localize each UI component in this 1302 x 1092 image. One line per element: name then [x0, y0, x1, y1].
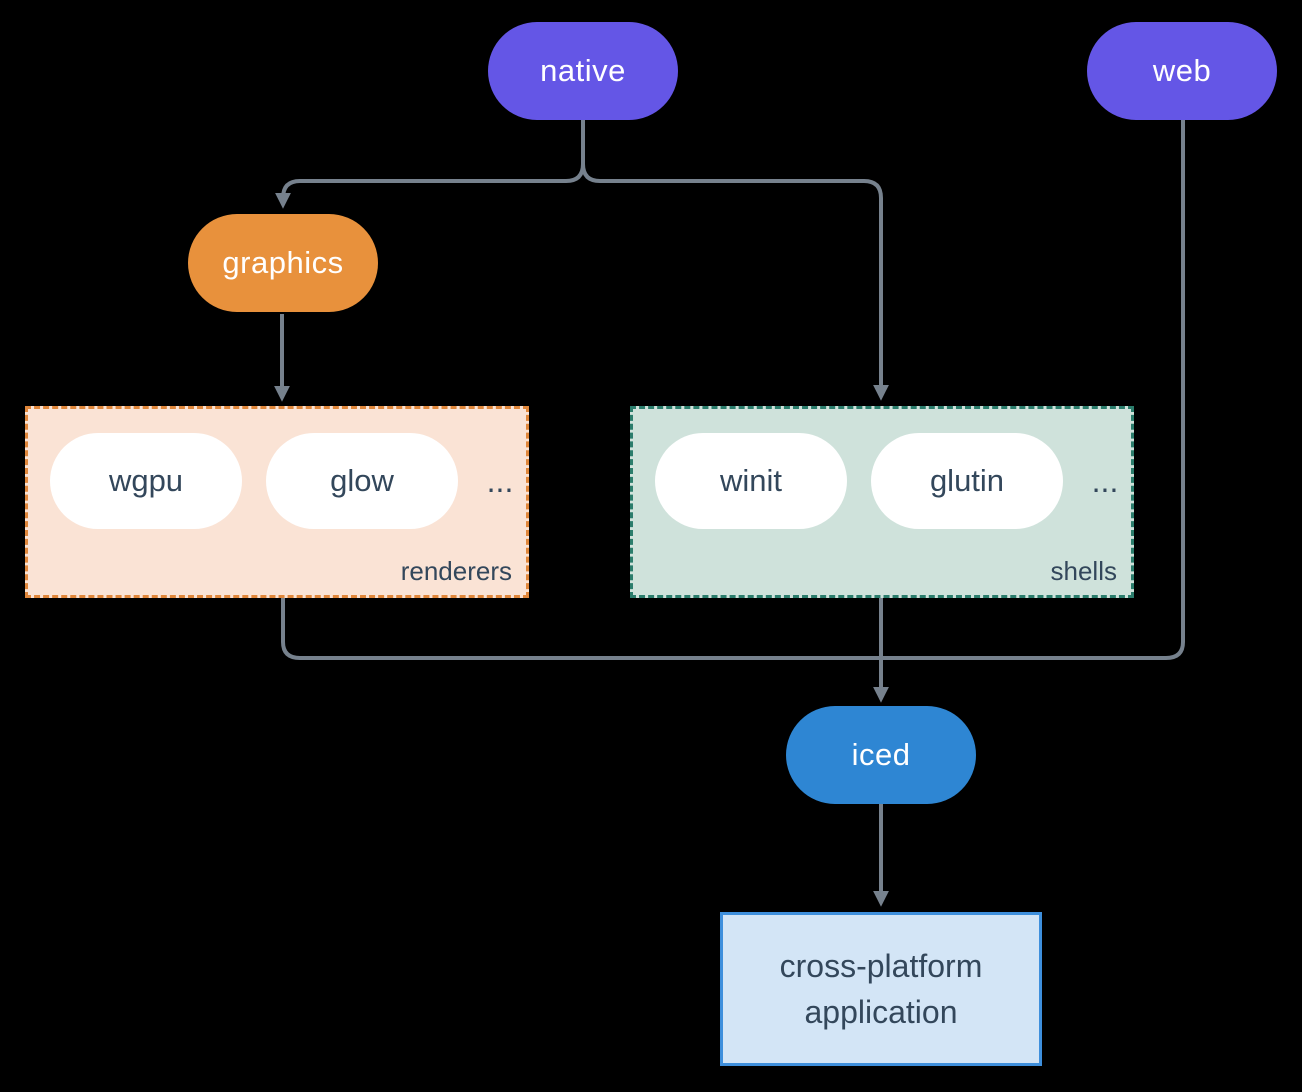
- node-iced: iced: [786, 706, 976, 804]
- node-cross-platform-application: cross-platform application: [720, 912, 1042, 1066]
- node-winit-label: winit: [719, 463, 782, 498]
- edge-native-graphics: [275, 120, 585, 209]
- node-glutin-label: glutin: [929, 463, 1005, 498]
- node-graphics-label: graphics: [222, 245, 344, 280]
- edge-web-merge: [881, 120, 1185, 660]
- node-glutin: glutin: [871, 433, 1063, 529]
- node-wgpu: wgpu: [50, 433, 242, 529]
- node-winit: winit: [655, 433, 847, 529]
- node-web: web: [1087, 22, 1277, 120]
- node-web-label: web: [1152, 53, 1212, 88]
- shells-ellipsis: ...: [1091, 462, 1119, 499]
- node-glow-label: glow: [330, 463, 394, 498]
- renderers-group-label: renderers: [400, 556, 512, 586]
- node-wgpu-label: wgpu: [108, 463, 184, 498]
- node-glow: glow: [266, 433, 458, 529]
- shells-group-label: shells: [1050, 556, 1117, 586]
- edge-native-shells: [581, 163, 889, 401]
- node-graphics: graphics: [188, 214, 378, 312]
- group-shells: winit glutin ... shells: [630, 406, 1134, 598]
- node-native-label: native: [540, 53, 626, 88]
- node-native: native: [488, 22, 678, 120]
- edge-renderers-merge: [281, 598, 881, 660]
- node-iced-label: iced: [851, 737, 911, 772]
- node-application-label: cross-platform application: [779, 947, 983, 1030]
- renderers-ellipsis: ...: [486, 462, 514, 499]
- group-renderers: wgpu glow ... renderers: [25, 406, 529, 598]
